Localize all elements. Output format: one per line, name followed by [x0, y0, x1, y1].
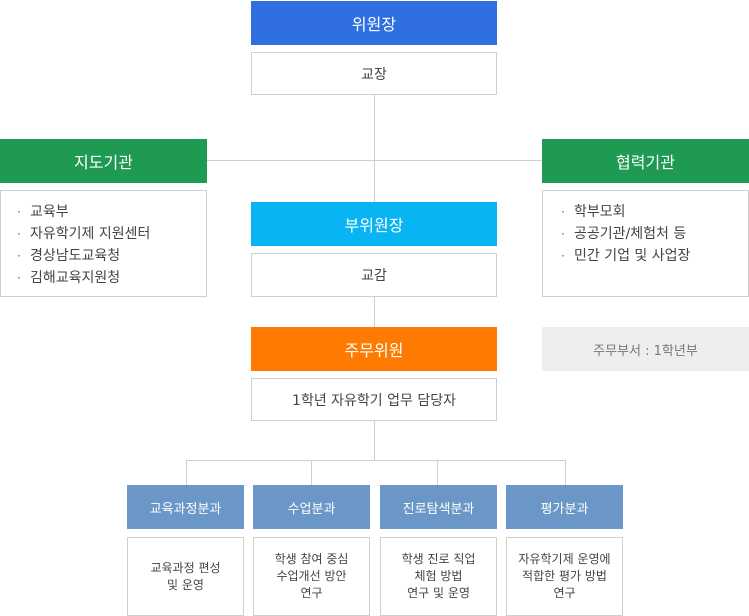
subcommittee-title: 수업분과 — [287, 501, 336, 517]
partners-list: ·학부모회 ·공공기관/체험처 등 ·민간 기업 및 사업장 — [561, 201, 748, 267]
partners-box: ·학부모회 ·공공기관/체험처 등 ·민간 기업 및 사업장 — [542, 190, 749, 297]
subcommittee-header-3: 진로탐색분과 — [380, 485, 497, 529]
subcommittee-header-4: 평가분과 — [506, 485, 623, 529]
connector-agencies — [207, 160, 542, 161]
subcommittee-desc: 교육과정 편성 및 운영 — [150, 560, 221, 592]
list-item: ·학부모회 — [561, 204, 626, 220]
connector-sub-1 — [186, 460, 187, 485]
subcommittee-title: 교육과정분과 — [149, 501, 222, 517]
connector-sub-4 — [565, 460, 566, 485]
dept-note-box: 주무부서 : 1학년부 — [542, 327, 749, 371]
chairman-box: 교장 — [251, 52, 497, 95]
connector-main-branch — [374, 421, 375, 460]
list-item: ·자유학기제 지원센터 — [17, 226, 151, 242]
subcommittee-box-3: 학생 진로 직업 체험 방법 연구 및 운영 — [380, 537, 497, 616]
vice-header: 부위원장 — [251, 202, 497, 246]
subcommittee-desc: 학생 참여 중심 수업개선 방안 연구 — [274, 552, 349, 600]
chairman-header: 위원장 — [251, 1, 497, 45]
subcommittee-header-1: 교육과정분과 — [127, 485, 244, 529]
connector-vice-main — [374, 297, 375, 327]
connector-sub-3 — [437, 460, 438, 485]
main-member-title: 주무위원 — [344, 341, 404, 360]
list-item: ·민간 기업 및 사업장 — [561, 248, 691, 264]
subcommittee-box-1: 교육과정 편성 및 운영 — [127, 537, 244, 616]
guidance-list: ·교육부 ·자유학기제 지원센터 ·경상남도교육청 ·김해교육지원청 — [17, 201, 206, 289]
list-item: ·교육부 — [17, 204, 69, 220]
chairman-member: 교장 — [361, 66, 387, 83]
guidance-header: 지도기관 — [0, 139, 207, 183]
guidance-title: 지도기관 — [74, 153, 133, 172]
vice-member: 교감 — [361, 268, 387, 284]
subcommittee-desc: 학생 진로 직업 체험 방법 연구 및 운영 — [401, 552, 476, 600]
chairman-title: 위원장 — [351, 15, 397, 34]
partners-title: 협력기관 — [616, 153, 675, 172]
guidance-box: ·교육부 ·자유학기제 지원센터 ·경상남도교육청 ·김해교육지원청 — [0, 190, 207, 297]
subcommittee-box-2: 학생 참여 중심 수업개선 방안 연구 — [253, 537, 370, 616]
dept-note: 주무부서 : 1학년부 — [593, 343, 698, 359]
subcommittee-header-2: 수업분과 — [253, 485, 370, 529]
list-item: ·김해교육지원청 — [17, 270, 121, 286]
main-member-box: 1학년 자유학기 업무 담당자 — [251, 378, 497, 421]
connector-subcommittee-bar — [186, 460, 566, 461]
main-member-desc: 1학년 자유학기 업무 담당자 — [292, 392, 456, 409]
subcommittee-title: 진로탐색분과 — [402, 501, 475, 517]
partners-header: 협력기관 — [542, 139, 749, 183]
main-member-header: 주무위원 — [251, 327, 497, 371]
subcommittee-desc: 자유학기제 운영에 적합한 평가 방법 연구 — [518, 552, 611, 600]
list-item: ·경상남도교육청 — [17, 248, 121, 264]
list-item: ·공공기관/체험처 등 — [561, 226, 687, 242]
vice-title: 부위원장 — [344, 216, 404, 235]
connector-chairman-vice — [374, 95, 375, 202]
subcommittee-box-4: 자유학기제 운영에 적합한 평가 방법 연구 — [506, 537, 623, 616]
subcommittee-title: 평가분과 — [540, 501, 589, 517]
vice-box: 교감 — [251, 253, 497, 297]
connector-sub-2 — [311, 460, 312, 485]
